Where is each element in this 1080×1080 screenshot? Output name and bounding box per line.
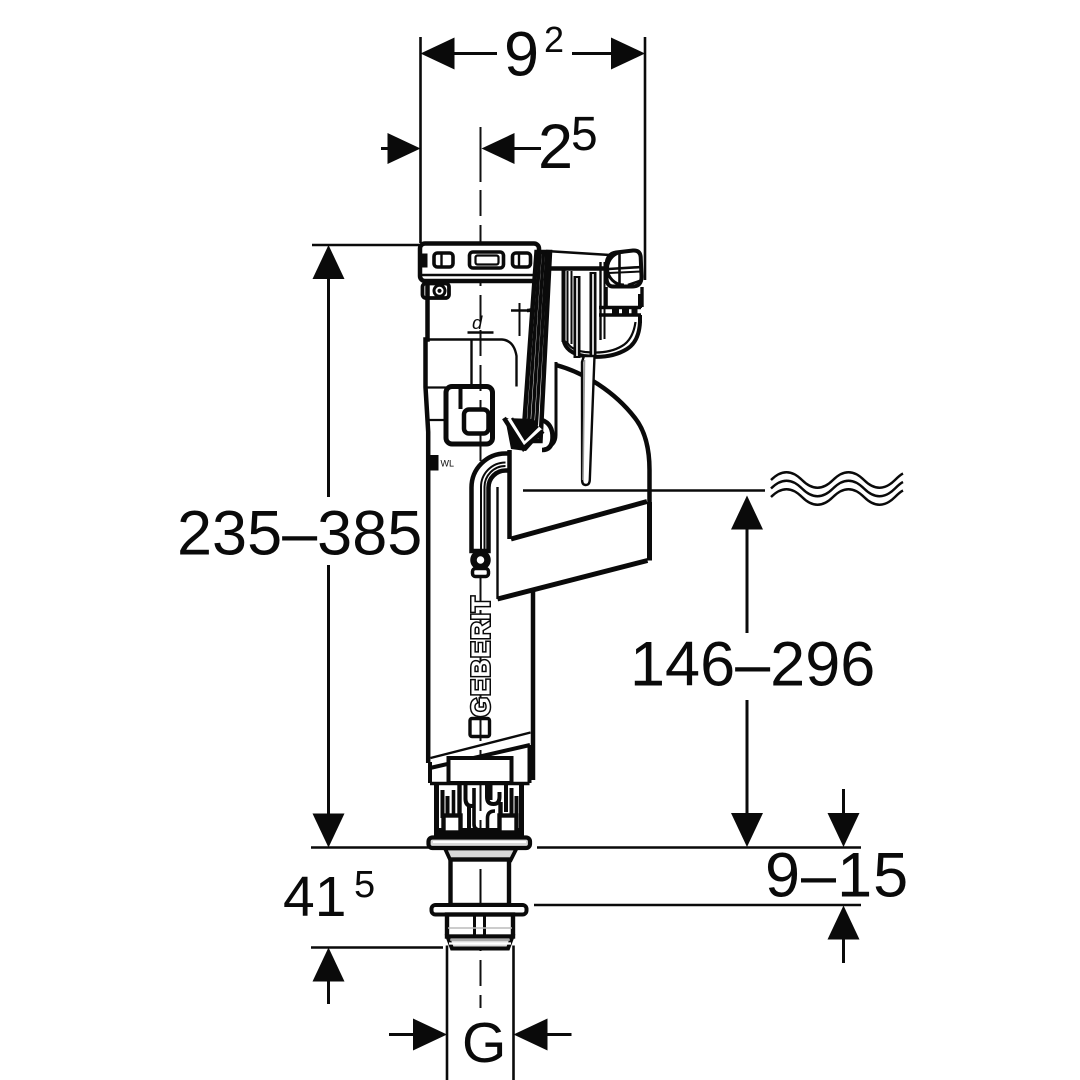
svg-text:235–385: 235–385 [177,499,422,569]
svg-text:9–15: 9–15 [765,841,909,911]
svg-text:2: 2 [544,19,564,60]
svg-text:41: 41 [283,865,346,929]
svg-text:GEBERIT: GEBERIT [468,595,496,717]
svg-text:146–296: 146–296 [630,630,875,700]
svg-text:9: 9 [504,20,539,90]
svg-text:d: d [472,312,483,333]
svg-text:G: G [462,1011,506,1075]
svg-text:5: 5 [571,108,598,161]
svg-text:5: 5 [354,864,375,906]
svg-text:WL: WL [441,459,455,469]
svg-text:2: 2 [538,112,573,182]
